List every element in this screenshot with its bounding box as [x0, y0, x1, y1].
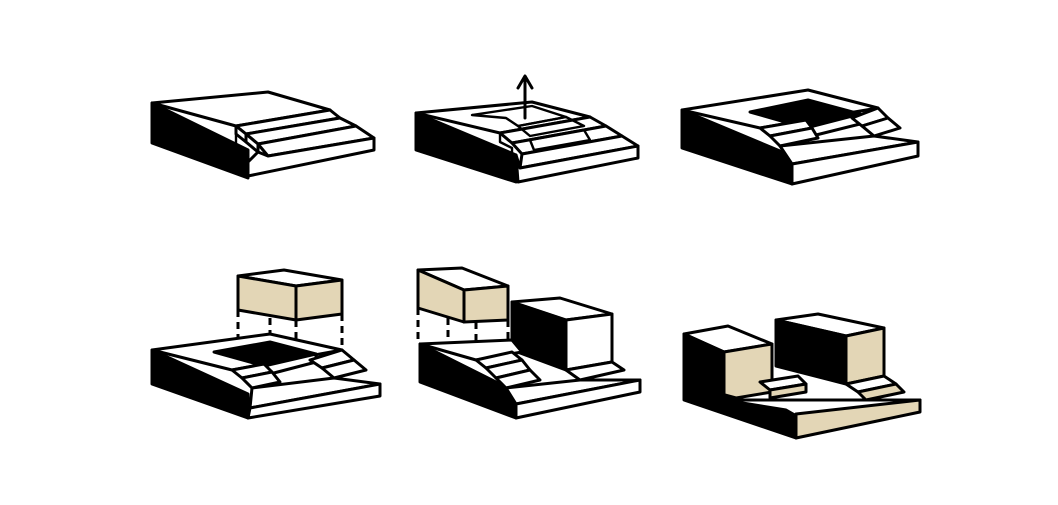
block-beige-side	[722, 342, 774, 402]
lifted-block-right	[462, 284, 510, 324]
stair-step	[856, 382, 906, 402]
panel-step-1	[150, 90, 376, 180]
panel-step-3	[680, 88, 920, 186]
stair-step	[320, 358, 368, 380]
stair-step	[240, 370, 282, 390]
stair-step	[768, 126, 820, 148]
slab-dark-side	[414, 111, 518, 184]
highlight-stair	[516, 115, 586, 138]
stair-step	[768, 382, 808, 400]
stair-front	[514, 378, 642, 420]
stair-step	[860, 116, 902, 138]
highlight-stair	[528, 128, 592, 152]
panel-step-5	[416, 266, 642, 420]
stair-front	[790, 140, 920, 186]
panel-step-4	[150, 268, 382, 420]
lifted-block-right	[294, 278, 344, 322]
panel-step-6	[682, 312, 922, 440]
slab-dark-side	[150, 101, 250, 180]
tower-beige-side	[844, 326, 886, 386]
stair-front	[514, 144, 640, 184]
panel-step-2	[414, 74, 640, 184]
stair-front	[794, 398, 922, 440]
stair-step	[494, 368, 542, 390]
tower-light-side	[564, 312, 614, 372]
stair-front	[246, 382, 382, 420]
stair-step	[564, 360, 626, 382]
